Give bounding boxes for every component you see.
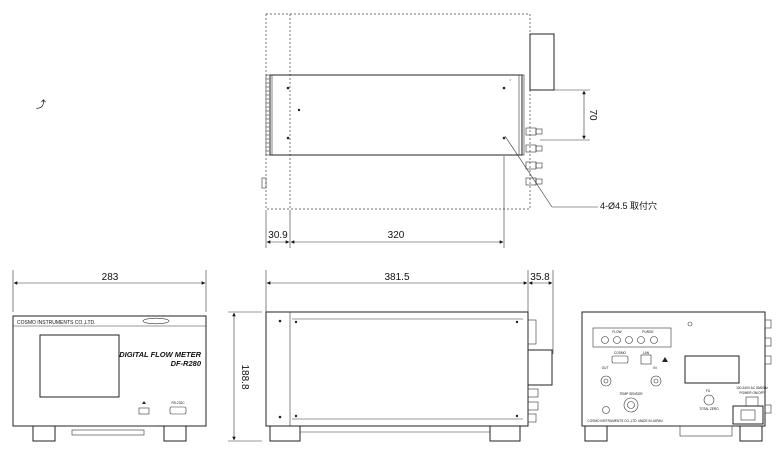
dim-side-protrusion: 35.8 [530,272,550,283]
temp-sensor-connector-icon [623,397,639,413]
top-view-body [269,74,523,156]
product-name: DIGITAL FLOW METER [119,350,201,359]
model-number: DF-R280 [171,359,202,368]
out-connector-icon [600,375,612,387]
rear-label-in: IN [653,366,657,370]
top-view-outline [265,13,531,210]
front-foot-left [32,425,56,442]
port-icon [613,336,621,344]
corner-mark: ⤴ [36,98,46,111]
rear-label-lan: LAN [643,351,650,355]
rear-label-total-zero: TOTAL ZERO [699,407,719,411]
fg-terminal-icon [602,406,610,414]
dim-side-width: 381.5 [384,272,409,283]
mount-hole-icon [502,86,506,90]
port-icon [637,336,645,344]
front-foot-right [163,425,187,442]
network-icon [662,357,668,362]
fluid-port-block [592,327,672,348]
rear-company-footer: COSMO INSTRUMENTS CO.,LTD. MADE IN JAPAN [587,419,663,423]
rear-label-fg: FG [706,389,711,393]
port-icon [625,336,633,344]
serial-port-icon [611,355,629,364]
port-icon [601,336,609,344]
mount-hole-icon [502,136,506,140]
in-connector-icon [650,375,662,387]
dim-mount-holes: 4-Ø4.5 取付穴 [600,200,657,211]
port-icon [650,336,658,344]
serial-port-icon [169,406,187,415]
power-switch-icon [745,396,759,407]
side-foot-left [269,425,301,442]
total-zero-button-icon [703,394,715,406]
dim-front-height: 188.8 [239,364,250,389]
rear-label-cosmo: COSMO [614,351,627,355]
side-view: 381.5 35.8 188.8 [228,270,554,442]
rear-label-purge: PURGE [642,330,653,334]
side-body [265,311,529,427]
terminal-cover [684,355,740,384]
dim-front-width: 283 [102,272,119,283]
rear-foot-left [584,425,608,442]
rear-foot-strip [679,425,733,437]
side-terminal-block [527,349,553,386]
display-window [39,334,120,398]
svg-text:☆: ☆ [509,78,512,82]
brand-logo-icon [142,317,170,325]
rear-label-temp-sensor: TEMP SENSOR [619,392,643,396]
rear-label-out: OUT [602,366,609,370]
rear-label-power: 100-240V AC 50/60Hz [736,386,768,390]
front-view: 283 COSMO INSTRUMENTS CO.,LTD. DIGITAL F… [12,270,207,442]
rear-view: FLOW PURGE COSMO LAN OUT IN TEMP SENSOR … [581,311,772,442]
rs232c-label: RS-232C [171,401,185,405]
lan-port-icon [640,354,652,365]
power-inlet-icon [732,405,764,425]
front-company: COSMO INSTRUMENTS CO.,LTD. [17,320,96,326]
rear-foot-right [739,425,763,442]
side-foot-right [489,425,521,442]
top-view: ☆ 70 4-Ø4.5 取付穴 30.9 320 [261,13,657,248]
dim-top-width: 320 [388,230,405,241]
mount-hole-icon [286,136,290,140]
top-view-terminal-block [529,33,555,91]
dim-top-offset: 30.9 [268,230,288,241]
rear-label-power-switch: POWER ON/OFF [740,391,765,395]
rear-label-flow: FLOW [612,330,621,334]
front-panel [12,315,207,427]
dim-top-height: 70 [587,109,598,121]
mount-hole-icon [286,86,290,90]
usb-port-icon [138,407,150,415]
